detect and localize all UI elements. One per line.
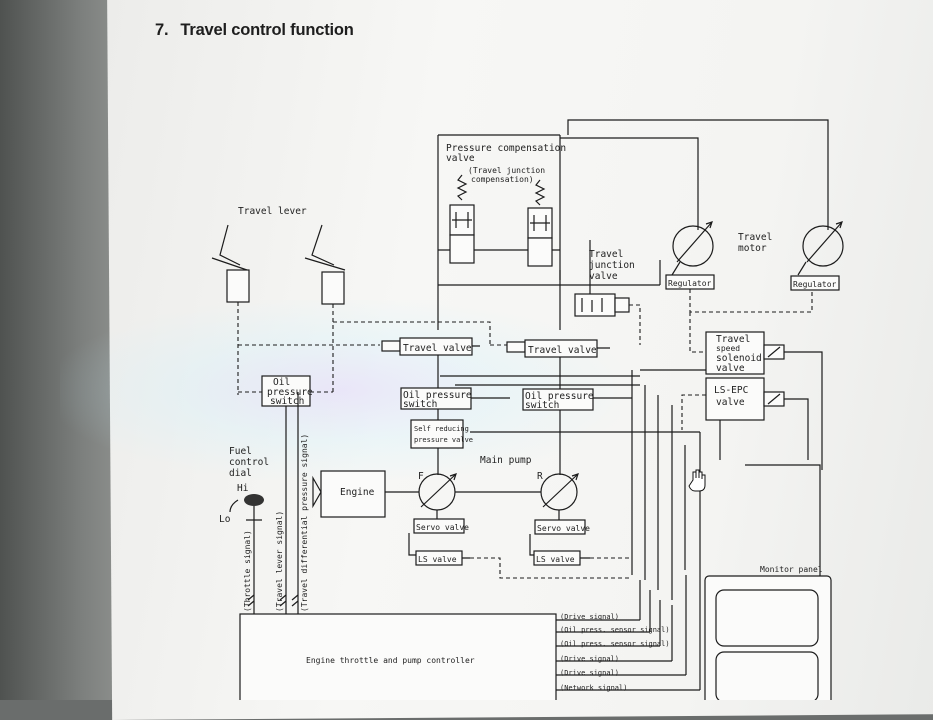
monitor-screen-upper [715, 589, 819, 647]
controller-signal-6: (Network signal) [560, 684, 627, 692]
ops-mid-label-1: Oil pressure [403, 390, 472, 401]
pump-controller: Engine throttle and pump controller (Dri… [239, 555, 701, 700]
ts-solenoid-label-1: Travel [716, 334, 750, 345]
travel-levers: Travel lever [211, 206, 510, 395]
travel-diff-pressure-signal-label: (Travel differential pressure signal) [300, 434, 309, 612]
fcd-label-2: control [229, 457, 269, 468]
ls-epc-label-2: valve [716, 397, 745, 408]
ls-valve-left-label: LS valve [418, 555, 457, 564]
fcd-label-3: dial [229, 468, 252, 479]
servo-valve-left-label: Servo valve [416, 523, 469, 532]
tj-valve-label-3: valve [589, 271, 618, 282]
spring-right-icon [534, 179, 546, 206]
travel-valve-left-label: Travel valve [403, 343, 472, 354]
travel-motor-right-icon [802, 225, 844, 267]
travel-junction-comp-label-1: (Travel junction [468, 166, 545, 175]
ops-mid-label-2: switch [403, 399, 437, 410]
ts-solenoid-label-2: speed [716, 344, 740, 353]
engine-label: Engine [340, 487, 375, 498]
throttle-signal-label: (Throttle signal) [243, 530, 252, 612]
controller-signal-3: (Oil press. sensor signal) [560, 640, 670, 648]
motor-feed-lines [437, 119, 829, 330]
travel-motors: Travel motor Regulator Regulator [665, 221, 844, 353]
ops-right-label-2: switch [525, 400, 559, 411]
travel-lever-label: Travel lever [238, 206, 307, 217]
fan-icon [312, 475, 322, 509]
travel-valve-right-label: Travel valve [528, 345, 597, 356]
lever-right-icon [304, 224, 346, 271]
tj-valve-label-1: Travel [589, 249, 623, 260]
tj-valve-label-2: junction [589, 260, 635, 271]
signal-lines: (Throttle signal) (Travel lever signal) … [243, 392, 309, 615]
controller-signal-5: (Drive signal) [560, 669, 619, 677]
main-pump-label: Main pump [480, 455, 532, 466]
dial-lo-label: Lo [219, 514, 231, 525]
servo-ls-valves: Servo valve Servo valve LS valve LS valv… [408, 518, 632, 579]
spring-left-icon [456, 174, 468, 201]
ops-right-label-1: Oil pressure [525, 391, 594, 402]
pc-valve-label-1: Pressure compensation [446, 143, 566, 154]
regulator-left-label: Regulator [668, 279, 712, 288]
fcd-label-1: Fuel [229, 446, 252, 457]
monitor-panel: Monitor panel [704, 565, 832, 700]
section-title: Travel control function [180, 21, 354, 39]
section-heading: 7. Travel control function [155, 21, 354, 40]
controller-label: Engine throttle and pump controller [306, 656, 475, 665]
monitor-panel-label: Monitor panel [760, 565, 823, 574]
travel-motor-label-2: motor [738, 243, 767, 254]
monitor-screen-lower [715, 651, 819, 700]
srpv-label-2: pressure valve [414, 436, 473, 444]
ls-valve-right-label: LS valve [536, 555, 575, 564]
pc-valve-label-2: valve [446, 153, 475, 164]
pilot-lines [437, 355, 821, 600]
dial-base-icon [246, 506, 262, 521]
hydraulic-diagram: Pressure compensation valve (Travel junc… [211, 119, 844, 700]
oil-pressure-switches: Oil pressure switch Oil pressure switch … [238, 375, 632, 411]
travel-motor-left-icon [672, 225, 714, 267]
hand-cursor-icon [688, 469, 706, 492]
ops-left-label-1: Oil [273, 377, 290, 388]
pump-r-label: R [537, 471, 543, 482]
regulator-right-label: Regulator [793, 280, 837, 289]
self-reducing-pressure-valve: Self reducing pressure valve [410, 419, 473, 449]
dial-knob-icon [244, 494, 264, 506]
controller-signal-4: (Drive signal) [560, 655, 619, 663]
controller-signal-2: (Oil press. sensor signal) [560, 626, 670, 634]
travel-junction-comp-label-2: compensation) [471, 175, 534, 184]
servo-valve-right-label: Servo valve [537, 524, 590, 533]
main-pumps: Main pump F R Engine [312, 455, 579, 524]
lever-left-icon [211, 224, 248, 271]
srpv-label-1: Self reducing [414, 425, 469, 433]
section-number: 7. [155, 21, 169, 39]
pump-f-label: F [418, 471, 424, 482]
ops-left-label-2: pressure [267, 387, 313, 398]
fuel-control-dial: Fuel control dial Hi Lo [219, 446, 269, 525]
ls-epc-label-1: LS-EPC [714, 385, 748, 396]
ops-left-label-3: switch [270, 396, 304, 407]
travel-valves: Travel valve Travel valve [381, 337, 610, 358]
dial-hi-label: Hi [237, 483, 249, 494]
travel-junction-valve: Travel junction valve [574, 249, 641, 345]
ts-solenoid-label-4: valve [716, 363, 745, 374]
travel-motor-label-1: Travel [738, 232, 772, 243]
pressure-compensation-valve: Pressure compensation valve (Travel junc… [446, 143, 566, 267]
solenoid-valves: Travel speed solenoid valve LS-EPC valve [681, 331, 823, 470]
travel-lever-signal-label: (Travel lever signal) [275, 511, 284, 612]
controller-signal-1: (Drive signal) [560, 613, 619, 621]
ts-solenoid-label-3: solenoid [716, 353, 762, 364]
